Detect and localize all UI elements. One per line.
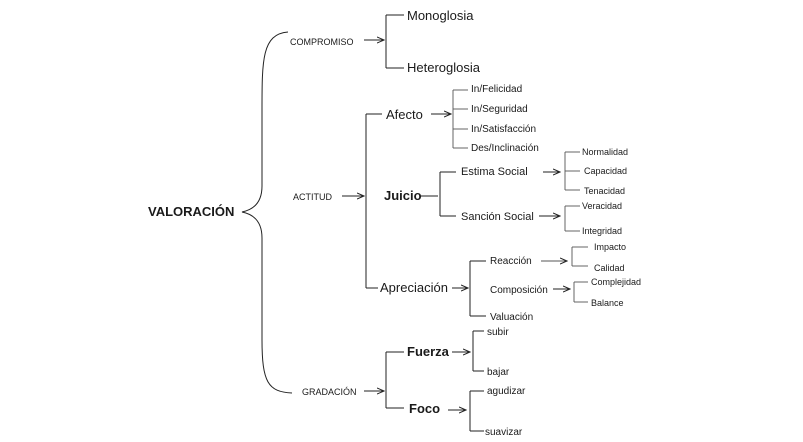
agudizar-label: agudizar	[487, 386, 526, 397]
monoglosia-label: Monoglosia	[407, 8, 474, 23]
foco-label: Foco	[409, 401, 440, 416]
balance-label: Balance	[591, 298, 624, 308]
afecto-label: Afecto	[386, 107, 423, 122]
complejidad-label: Complejidad	[591, 277, 641, 287]
root-brace	[241, 31, 293, 394]
apreciacion-label: Apreciación	[380, 280, 448, 295]
calidad-label: Calidad	[594, 263, 625, 273]
normalidad-label: Normalidad	[582, 147, 628, 157]
infelicidad-label: In/Felicidad	[471, 84, 522, 95]
gradacion-label: GRADACIÓN	[302, 387, 357, 397]
insatisfaccion-label: In/Satisfacción	[471, 124, 536, 135]
fuerza-label: Fuerza	[407, 344, 450, 359]
juicio-label: Juicio	[384, 188, 422, 203]
composicion-label: Composición	[490, 285, 548, 296]
capacidad-label: Capacidad	[584, 166, 627, 176]
desinclinacion-label: Des/Inclinación	[471, 143, 539, 154]
subir-label: subir	[487, 327, 509, 338]
heteroglosia-label: Heteroglosia	[407, 60, 481, 75]
estima-social-label: Estima Social	[461, 166, 528, 178]
inseguridad-label: In/Seguridad	[471, 104, 528, 115]
integridad-label: Integridad	[582, 226, 622, 236]
root-label: VALORACIÓN	[148, 204, 234, 219]
sancion-social-label: Sanción Social	[461, 211, 534, 223]
reaccion-label: Reacción	[490, 256, 532, 267]
impacto-label: Impacto	[594, 242, 626, 252]
tenacidad-label: Tenacidad	[584, 186, 625, 196]
bajar-label: bajar	[487, 367, 510, 378]
compromiso-label: COMPROMISO	[290, 37, 354, 47]
veracidad-label: Veracidad	[582, 201, 622, 211]
valuacion-label: Valuación	[490, 312, 533, 323]
actitud-label: ACTITUD	[293, 192, 332, 202]
suavizar-label: suavizar	[485, 427, 523, 438]
